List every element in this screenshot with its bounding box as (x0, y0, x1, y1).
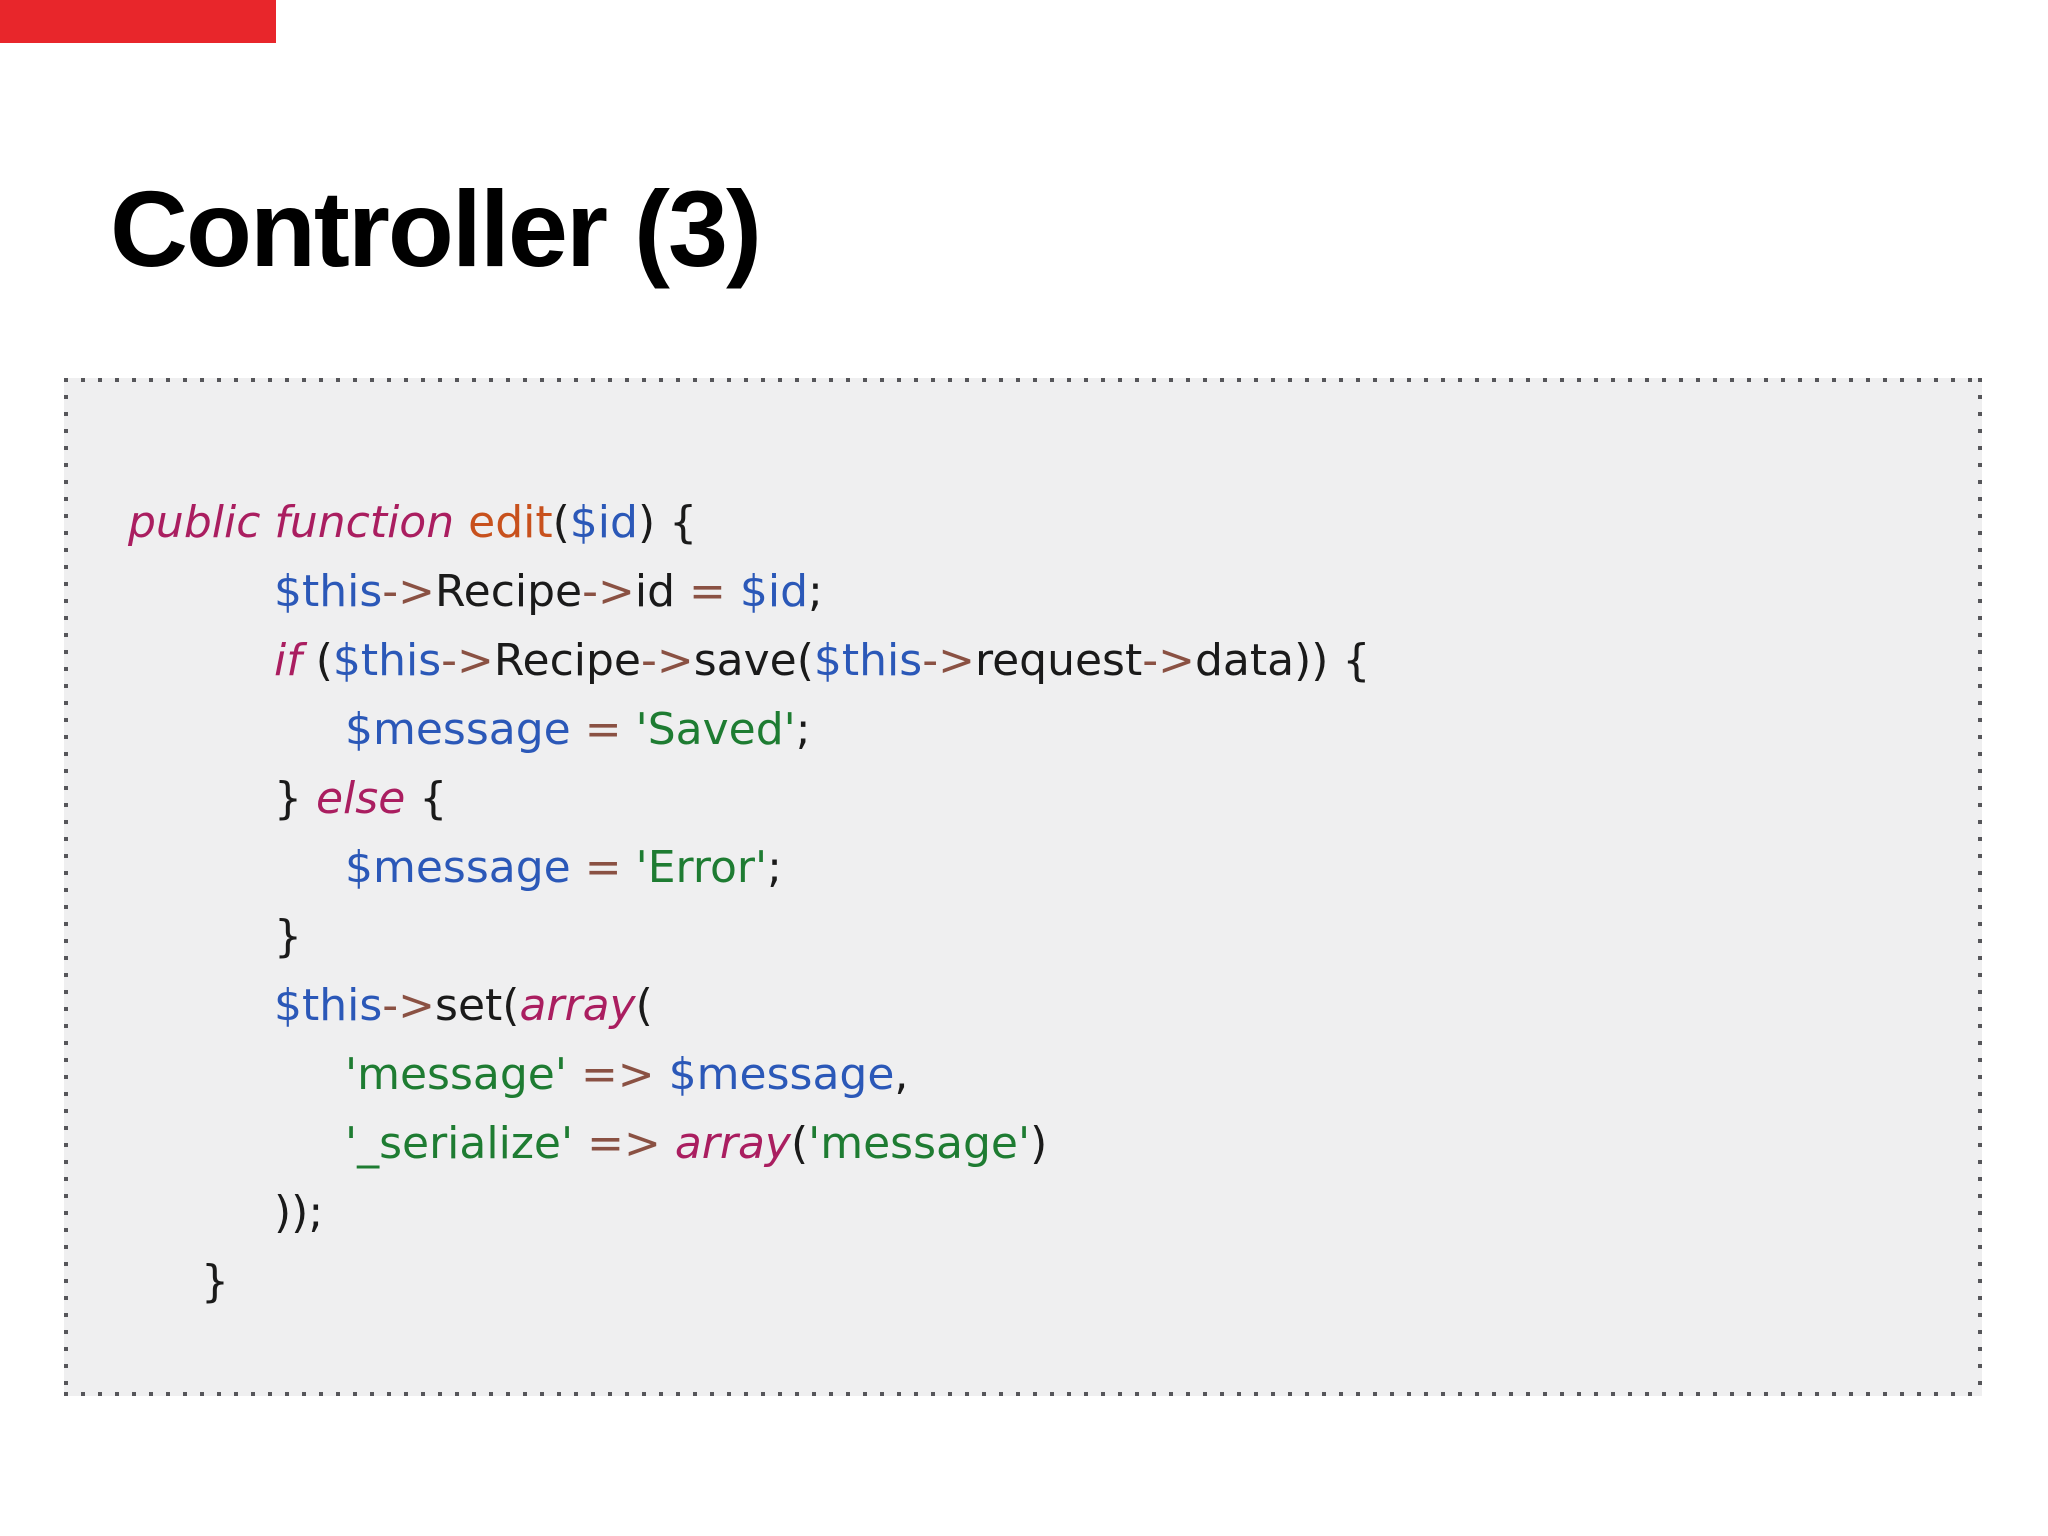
code-token-plain: ) { (637, 497, 698, 548)
code-token-keyword: if (274, 635, 302, 686)
code-line: 'message' => $message, (128, 1040, 1370, 1109)
code-token-plain: )); (274, 1187, 324, 1238)
code-token-operator: -> (922, 635, 975, 686)
code-token-operator: = (689, 566, 726, 617)
code-token-variable: $this (813, 635, 923, 686)
code-line: $this->set(array( (128, 971, 1370, 1040)
code-token-plain: set( (435, 980, 520, 1031)
code-line: if ($this->Recipe->save($this->request->… (128, 626, 1370, 695)
code-token-plain: request (974, 635, 1143, 686)
code-token-operator: = (584, 704, 622, 755)
code-token-plain: id (634, 566, 690, 617)
code-token-operator: => (587, 1118, 661, 1169)
code-token-plain: ) (1030, 1118, 1048, 1169)
code-token-operator: -> (1142, 635, 1195, 686)
code-token-plain: data)) { (1194, 635, 1371, 686)
code-token-plain: ( (301, 635, 333, 686)
code-line: $message = 'Saved'; (128, 695, 1370, 764)
code-token-plain: ( (790, 1118, 809, 1169)
code-line: } (128, 1247, 1370, 1316)
code-token-operator: = (584, 842, 622, 893)
code-token-plain: ; (795, 704, 811, 755)
code-token-variable: $id (569, 497, 638, 548)
code-token-plain: } (201, 1256, 229, 1307)
code-line: $message = 'Error'; (128, 833, 1370, 902)
code-token-plain (622, 842, 636, 893)
code-token-plain: , (894, 1049, 909, 1100)
code-panel: public function edit($id) {$this->Recipe… (64, 378, 1982, 1396)
code-token-plain: ( (635, 980, 653, 1031)
code-token-plain (571, 842, 585, 893)
code-line: '_serialize' => array('message') (128, 1109, 1370, 1178)
code-token-plain (661, 1118, 675, 1169)
code-token-variable: $this (274, 566, 383, 617)
code-token-operator: -> (441, 635, 494, 686)
code-token-plain: save( (693, 635, 814, 686)
code-token-plain: Recipe (435, 566, 583, 617)
code-token-plain (622, 704, 636, 755)
code-token-keyword: public function (128, 497, 455, 548)
code-token-string: '_serialize' (345, 1118, 574, 1169)
code-line: public function edit($id) { (128, 488, 1370, 557)
code-line: )); (128, 1178, 1370, 1247)
code-token-operator: => (580, 1049, 655, 1100)
code-token-string: 'message' (345, 1049, 567, 1100)
code-token-plain (567, 1049, 581, 1100)
code-token-operator: -> (641, 635, 694, 686)
code-block: public function edit($id) {$this->Recipe… (128, 488, 1370, 1316)
code-token-plain: { (405, 773, 448, 824)
code-token-variable: $this (274, 980, 383, 1031)
code-token-operator: -> (582, 566, 635, 617)
code-line: $this->Recipe->id = $id; (128, 557, 1370, 626)
code-token-plain (571, 704, 585, 755)
code-token-string: 'message' (808, 1118, 1031, 1169)
code-token-plain (454, 497, 468, 548)
code-token-operator: -> (382, 566, 436, 617)
code-token-plain: ( (552, 497, 570, 548)
code-token-variable: $message (668, 1049, 895, 1100)
code-token-plain: Recipe (493, 635, 641, 686)
code-token-keyword: array (519, 980, 636, 1031)
code-token-plain (573, 1118, 587, 1169)
code-token-plain (655, 1049, 669, 1100)
code-token-plain: ; (767, 842, 782, 893)
code-token-variable: $id (739, 566, 809, 617)
code-token-variable: $message (345, 704, 571, 755)
code-token-plain (726, 566, 740, 617)
code-token-operator: -> (382, 980, 436, 1031)
code-token-string: 'Error' (635, 842, 768, 893)
code-token-plain: } (274, 773, 316, 824)
code-token-variable: $message (345, 842, 571, 893)
code-token-function_name: edit (468, 497, 553, 548)
code-token-plain: ; (808, 566, 823, 617)
code-token-keyword: array (674, 1118, 791, 1169)
code-token-plain: } (274, 911, 302, 962)
code-line: } else { (128, 764, 1370, 833)
code-token-keyword: else (315, 773, 406, 824)
slide-accent-bar (0, 0, 276, 43)
page-title: Controller (3) (110, 168, 762, 289)
code-token-variable: $this (332, 635, 442, 686)
code-token-string: 'Saved' (635, 704, 796, 755)
code-line: } (128, 902, 1370, 971)
